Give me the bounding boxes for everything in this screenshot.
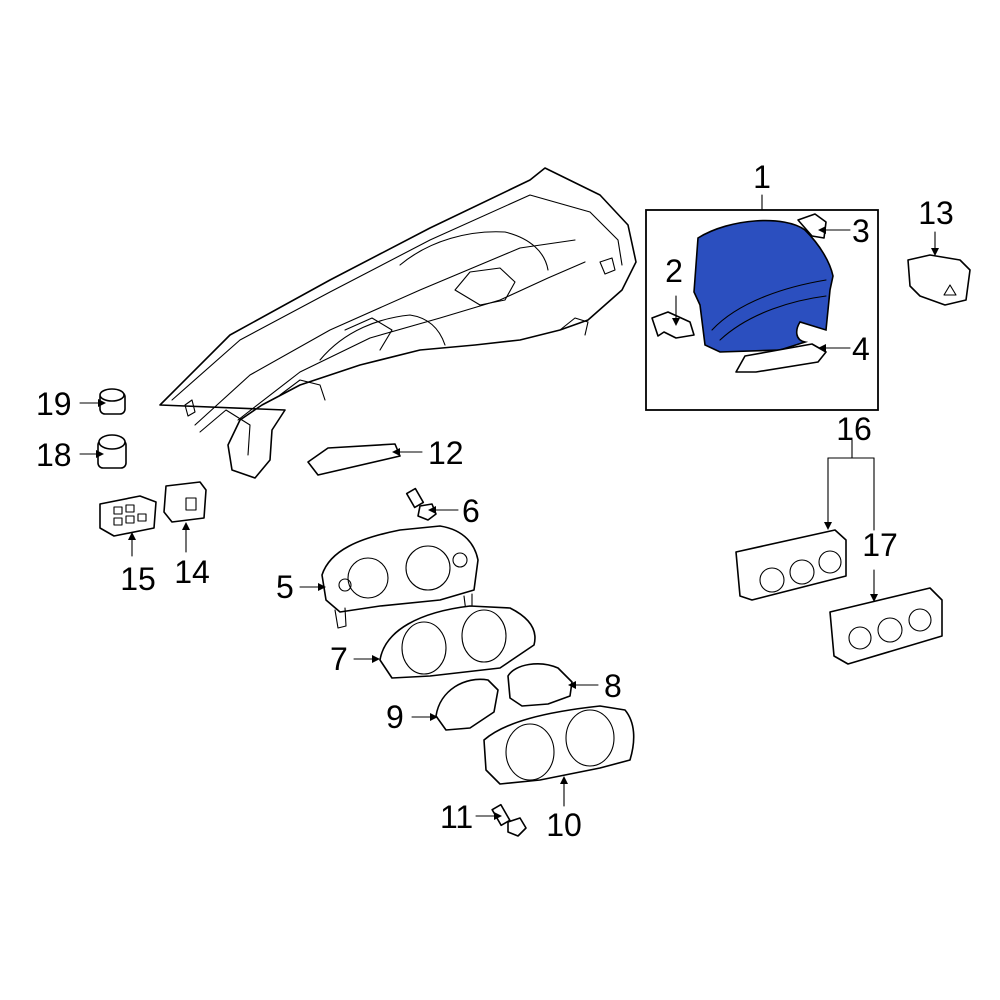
callout-15: 15 bbox=[120, 561, 156, 597]
hazard-switch-part-13 bbox=[907, 254, 971, 306]
callout-2: 2 bbox=[665, 253, 683, 289]
climate-panel-part-16 bbox=[735, 529, 847, 601]
callout-16: 16 bbox=[836, 411, 872, 447]
callout-6: 6 bbox=[462, 493, 480, 529]
bracket-part-2 bbox=[651, 311, 695, 339]
switch-panel-part-15 bbox=[99, 495, 157, 537]
leader-16-17 bbox=[824, 439, 878, 602]
callout-12: 12 bbox=[428, 435, 464, 471]
trim-strip-part-12 bbox=[307, 443, 401, 476]
callout-4: 4 bbox=[852, 331, 870, 367]
cluster-part-9 bbox=[435, 678, 499, 731]
instrument-cluster-part-5 bbox=[321, 525, 479, 629]
instrument-panel bbox=[159, 167, 637, 479]
callout-3: 3 bbox=[852, 213, 870, 249]
callout-13: 13 bbox=[918, 195, 954, 231]
callout-14: 14 bbox=[174, 554, 210, 590]
callout-8: 8 bbox=[604, 668, 622, 704]
cluster-lens-part-7 bbox=[379, 605, 536, 679]
switch-part-18 bbox=[97, 434, 127, 469]
callout-1: 1 bbox=[753, 159, 771, 195]
callout-18: 18 bbox=[36, 437, 72, 473]
switch-part-19 bbox=[99, 388, 126, 415]
callout-10: 10 bbox=[546, 807, 582, 843]
callout-19: 19 bbox=[36, 386, 72, 422]
callout-7: 7 bbox=[330, 641, 348, 677]
cluster-part-10 bbox=[483, 705, 635, 785]
callout-17: 17 bbox=[862, 527, 898, 563]
instrument-cluster-hood[interactable] bbox=[693, 219, 834, 353]
bolt-part-11 bbox=[491, 803, 527, 837]
callout-11: 11 bbox=[440, 799, 473, 835]
climate-panel-part-17 bbox=[829, 587, 943, 665]
cluster-part-8 bbox=[507, 663, 573, 707]
bolt-part-6 bbox=[405, 487, 437, 521]
switch-part-14 bbox=[163, 481, 207, 523]
callout-9: 9 bbox=[386, 699, 404, 735]
callout-5: 5 bbox=[276, 569, 294, 605]
